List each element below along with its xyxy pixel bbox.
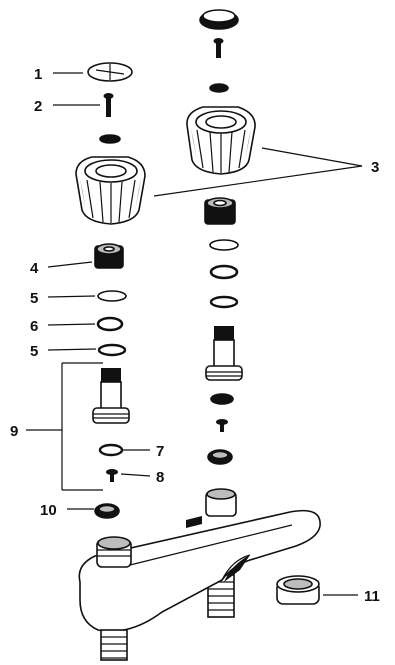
callout-9: 9	[10, 423, 18, 440]
left-cartridge-nut	[94, 243, 124, 269]
left-o-ring-upper	[97, 290, 127, 302]
aerator-cap	[276, 575, 320, 605]
leader-lines	[26, 72, 363, 596]
right-o-ring-3	[209, 295, 239, 309]
left-seat-washer	[98, 443, 124, 457]
left-bibb-screw	[106, 469, 118, 482]
left-spacer	[96, 316, 124, 332]
right-small-washer	[209, 83, 229, 93]
right-o-ring-1	[209, 239, 239, 251]
callout-11: 11	[364, 588, 380, 605]
right-handle-screw	[213, 38, 224, 58]
right-seat	[207, 449, 233, 465]
right-index-cap	[199, 9, 239, 30]
right-seat-washer	[210, 393, 234, 405]
callout-7: 7	[156, 443, 164, 460]
callout-10: 10	[40, 502, 57, 519]
left-small-washer	[99, 134, 121, 144]
callout-5-lower: 5	[30, 343, 38, 360]
left-index-cap	[87, 62, 133, 82]
callout-6: 6	[30, 318, 38, 335]
callout-3: 3	[371, 159, 379, 176]
left-valve-stem	[92, 368, 130, 424]
callout-4: 4	[30, 260, 39, 277]
left-o-ring-lower	[97, 343, 127, 357]
callout-5-upper: 5	[30, 290, 38, 307]
callout-2: 2	[34, 98, 42, 115]
left-handle-screw	[103, 93, 114, 117]
callout-1: 1	[34, 66, 42, 83]
right-handle	[186, 106, 256, 175]
callout-8: 8	[156, 469, 164, 486]
right-valve-stem	[205, 326, 243, 381]
right-bibb-screw	[216, 419, 228, 432]
right-o-ring-2	[209, 264, 239, 280]
right-cartridge-nut	[204, 197, 236, 225]
faucet-body	[78, 488, 321, 661]
left-seat	[94, 503, 120, 519]
left-handle	[75, 156, 146, 225]
